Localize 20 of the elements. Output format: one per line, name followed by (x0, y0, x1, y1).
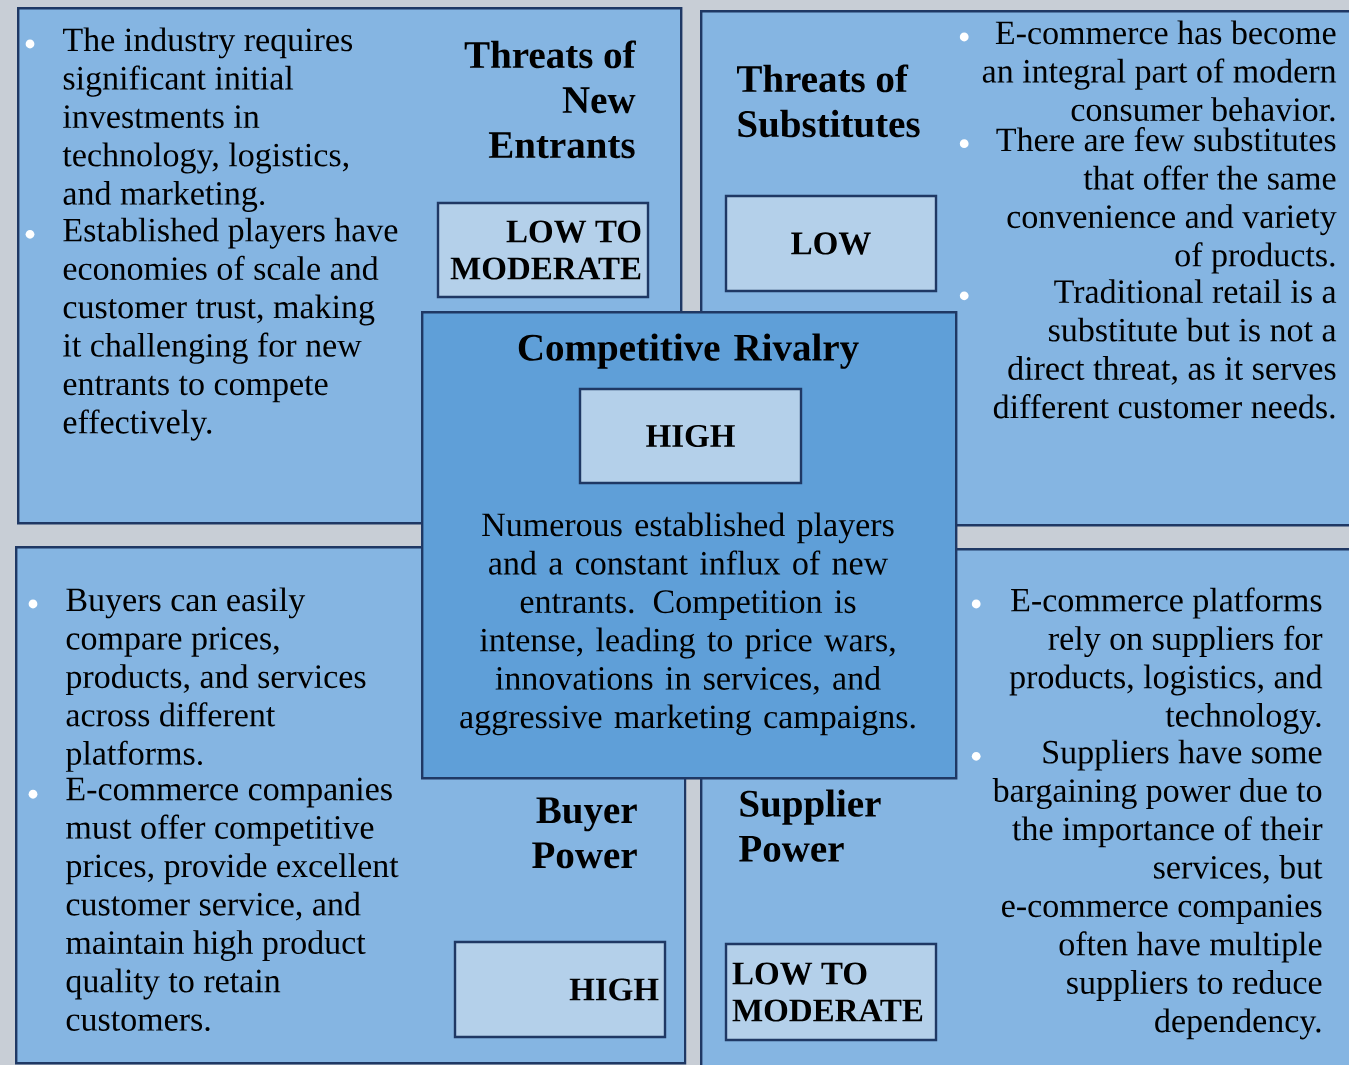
heading: Threats of New Entrants (464, 40, 636, 159)
rating-box: LOW TO MODERATE (436, 201, 650, 299)
bullet-text: There are few substitutes that offer the same convenience and variety of products. (996, 127, 1337, 274)
bullet-text: E-commerce companies must offer competitive prices, provide excellent customer service, and maintain high product quality to retain customers. (65, 777, 399, 1031)
heading: Competitive Rivalry (518, 333, 859, 369)
rating-box: LOW (724, 194, 938, 293)
bullet-text: E-commerce has become an integral part of modern consumer behavior. (982, 20, 1337, 122)
rating-box: HIGH (578, 387, 803, 485)
bullet-text: Suppliers have some bargaining power due to the importance of their services, but e-commerce companies often have multiple suppliers to reduce dependency. (992, 739, 1323, 1040)
bullet-text: E-commerce platforms rely on suppliers for products, logistics, and technology. (1009, 587, 1323, 734)
heading: Buyer Power (532, 797, 637, 869)
bullet-text: Buyers can easily compare prices, products, and services across different platforms. (65, 587, 366, 772)
bullet-text: Established players have economies of scale and customer trust, making it challenging for new entrants to compete effectively. (63, 217, 398, 441)
rating-box: LOW TO MODERATE (724, 942, 938, 1042)
heading: Threats of Substitutes (737, 64, 920, 138)
bullet-text: Traditional retail is a substitute but is not a direct threat, as it serves different customer needs. (993, 279, 1337, 419)
bullet-text: The industry requires significant initial investments in technology, logistics, and marketing. (62, 27, 353, 212)
body-text: Numerous established players and a constant influx of new entrants. Competition is intense, leading to price wars, innovations in services, and aggressive marketing campaigns. (460, 512, 915, 736)
heading: Supplier Power (739, 789, 881, 862)
rating-box: HIGH (453, 940, 667, 1039)
